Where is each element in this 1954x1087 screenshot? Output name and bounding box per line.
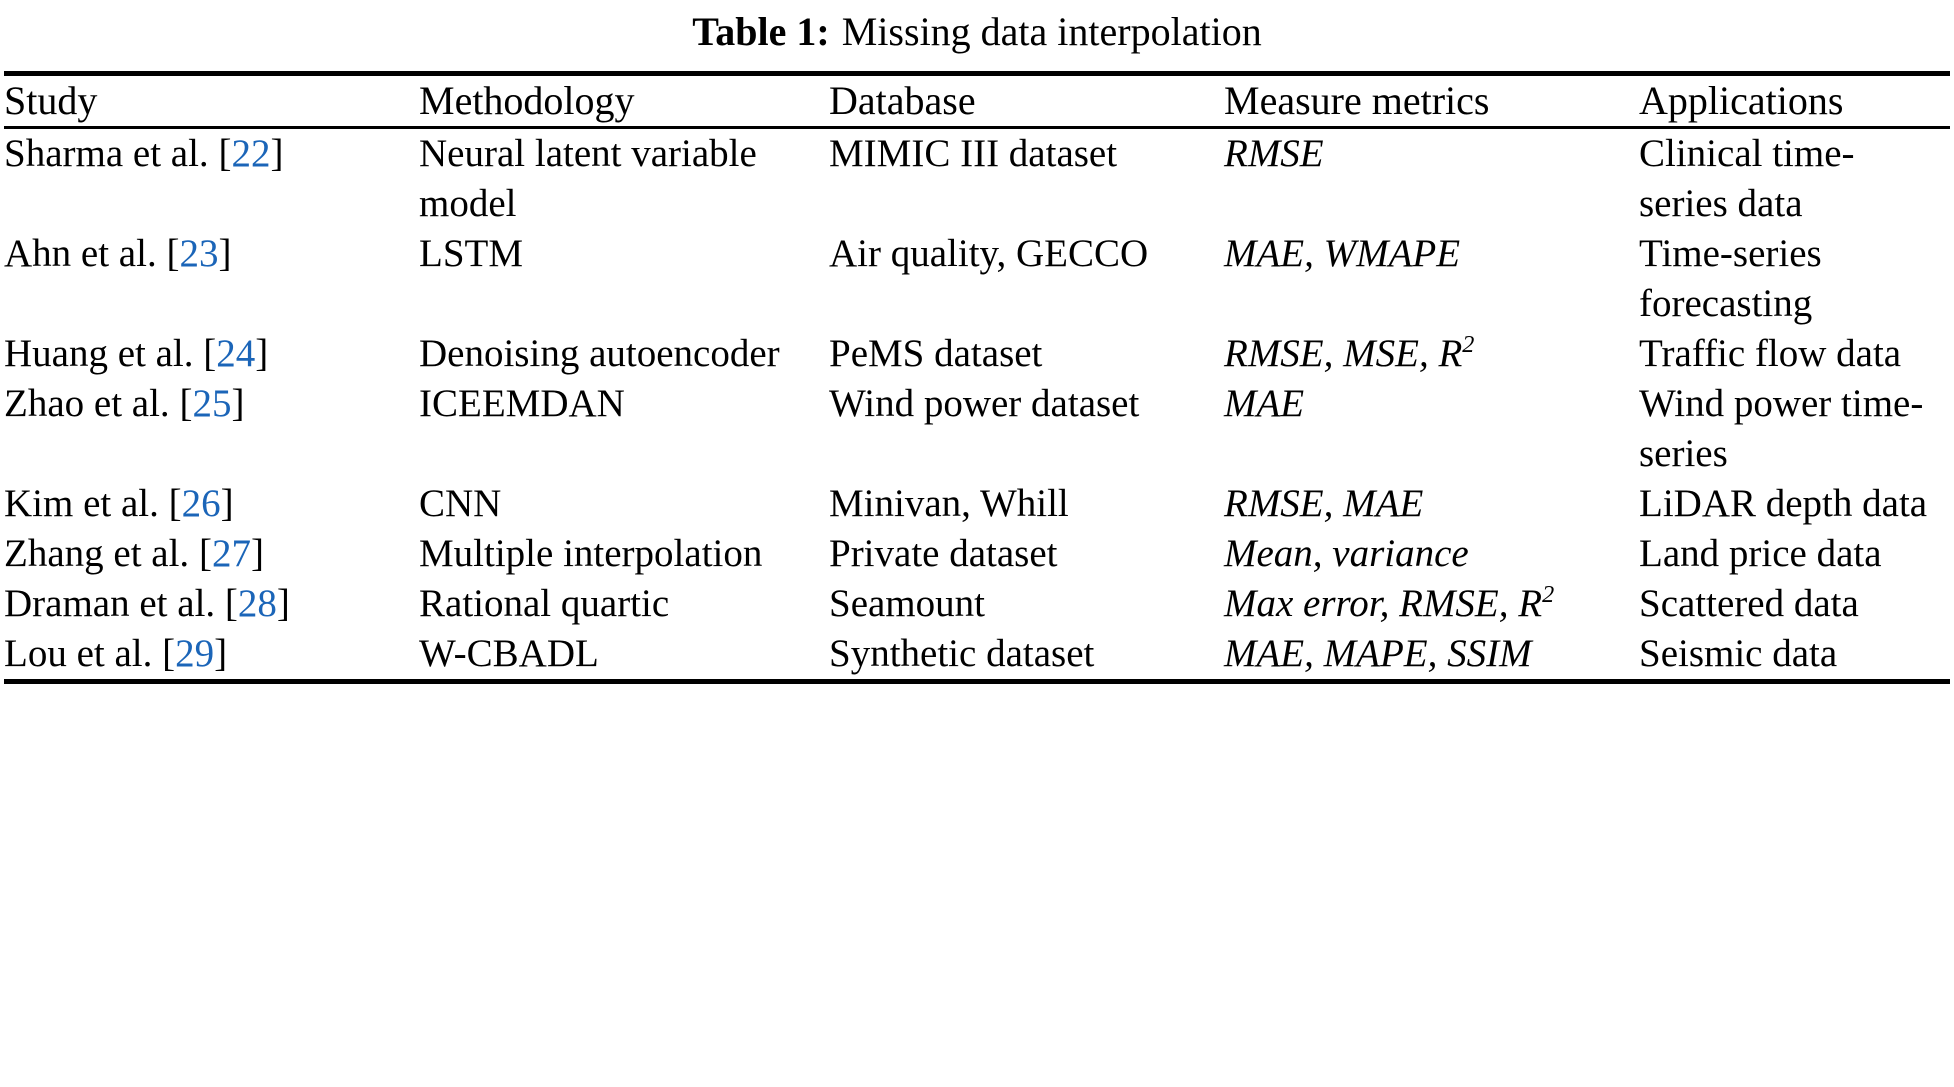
cell-measure-metrics: MAE, WMAPE: [1224, 232, 1461, 275]
cell-applications: Seismic data: [1639, 632, 1838, 675]
table-caption-label: Table 1:: [692, 9, 830, 54]
cell-applications: Wind power time-series: [1639, 382, 1924, 475]
cell-study: Kim et al. [26]: [4, 479, 419, 529]
citation-bracket-close: ]: [231, 382, 245, 425]
cell-methodology: LSTM: [419, 232, 524, 275]
table-body-wrapper: Sharma et al. [22]Neural latent variable…: [4, 129, 1950, 679]
citation-link[interactable]: 27: [211, 532, 251, 575]
citation-bracket-open: [: [168, 482, 182, 525]
table-header-rule: [4, 126, 1950, 129]
missing-data-interpolation-table: Study Methodology Database Measure metri…: [4, 76, 1950, 126]
cell-measure-metrics: RMSE, MAE: [1224, 482, 1424, 525]
cell-database: Air quality, GECCO: [829, 232, 1149, 275]
cell-measure-metrics: MAE, MAPE, SSIM: [1224, 632, 1532, 675]
study-author: Kim et al.: [4, 482, 159, 525]
citation-link[interactable]: 25: [192, 382, 232, 425]
column-header-measure-metrics: Measure metrics: [1224, 78, 1490, 123]
citation-bracket-open: [: [166, 232, 180, 275]
table-body: Sharma et al. [22]Neural latent variable…: [4, 129, 1950, 679]
cell-measure-metrics: RMSE, MSE, R2: [1224, 331, 1475, 375]
cell-study: Ahn et al. [23]: [4, 229, 419, 329]
study-author: Lou et al.: [4, 632, 153, 675]
cell-measure-metrics: Mean, variance: [1224, 532, 1469, 575]
study-author: Draman et al.: [4, 582, 216, 625]
citation-link[interactable]: 23: [179, 232, 219, 275]
citation-bracket-close: ]: [220, 482, 234, 525]
cell-methodology: Multiple interpolation: [419, 532, 763, 575]
cell-study: Draman et al. [28]: [4, 579, 419, 629]
citation-link[interactable]: 29: [175, 632, 215, 675]
cell-database: MIMIC III dataset: [829, 132, 1118, 175]
study-author: Zhao et al.: [4, 382, 170, 425]
cell-applications: Land price data: [1639, 532, 1882, 575]
citation-bracket-close: ]: [214, 632, 228, 675]
cell-database: Seamount: [829, 582, 985, 625]
cell-measure-metrics: Max error, RMSE, R2: [1224, 581, 1555, 625]
cell-database: Wind power dataset: [829, 382, 1140, 425]
citation-bracket-open: [: [198, 532, 212, 575]
cell-database: Synthetic dataset: [829, 632, 1095, 675]
cell-database: Private dataset: [829, 532, 1058, 575]
study-author: Huang et al.: [4, 332, 194, 375]
column-header-applications: Applications: [1639, 78, 1844, 123]
citation-bracket-open: [: [203, 332, 217, 375]
table-caption: Table 1:Missing data interpolation: [4, 0, 1950, 60]
cell-applications: LiDAR depth data: [1639, 482, 1928, 525]
citation-bracket-close: ]: [270, 132, 284, 175]
column-header-study: Study: [4, 78, 98, 123]
cell-applications: Traffic flow data: [1639, 332, 1902, 375]
table-header: Study Methodology Database Measure metri…: [4, 76, 1950, 126]
cell-methodology: Denoising autoencoder: [419, 332, 780, 375]
column-header-methodology: Methodology: [419, 78, 635, 123]
table-header-row: Study Methodology Database Measure metri…: [4, 76, 1950, 126]
table-bottom-rule: [4, 679, 1950, 684]
cell-study: Zhao et al. [25]: [4, 379, 419, 479]
citation-bracket-close: ]: [218, 232, 232, 275]
citation-link[interactable]: 28: [237, 582, 277, 625]
table-top-rule: [4, 71, 1950, 76]
citation-bracket-close: ]: [255, 332, 269, 375]
citation-link[interactable]: 24: [216, 332, 256, 375]
cell-study: Lou et al. [29]: [4, 629, 419, 679]
study-author: Ahn et al.: [4, 232, 157, 275]
study-author: Sharma et al.: [4, 132, 209, 175]
cell-methodology: ICEEMDAN: [419, 382, 625, 425]
cell-study: Sharma et al. [22]: [4, 129, 419, 229]
citation-bracket-close: ]: [250, 532, 264, 575]
cell-applications: Scattered data: [1639, 582, 1859, 625]
cell-methodology: Rational quartic: [419, 582, 670, 625]
cell-study: Zhang et al. [27]: [4, 529, 419, 579]
cell-study: Huang et al. [24]: [4, 329, 419, 379]
cell-methodology: CNN: [419, 482, 502, 525]
cell-applications: Time-series forecasting: [1639, 232, 1822, 325]
citation-bracket-open: [: [179, 382, 193, 425]
cell-measure-metrics: MAE: [1224, 382, 1305, 425]
citation-bracket-open: [: [224, 582, 238, 625]
citation-bracket-open: [: [162, 632, 176, 675]
study-author: Zhang et al.: [4, 532, 190, 575]
cell-database: PeMS dataset: [829, 332, 1043, 375]
cell-measure-metrics: RMSE: [1224, 132, 1324, 175]
table-caption-text: Missing data interpolation: [841, 9, 1262, 54]
citation-link[interactable]: 26: [181, 482, 221, 525]
citation-link[interactable]: 22: [231, 132, 271, 175]
cell-applications: Clinical time-series data: [1639, 132, 1855, 225]
cell-database: Minivan, Whill: [829, 482, 1069, 525]
cell-methodology: Neural latent variable model: [419, 132, 757, 225]
cell-methodology: W-CBADL: [419, 632, 599, 675]
citation-bracket-open: [: [218, 132, 232, 175]
citation-bracket-close: ]: [276, 582, 290, 625]
column-header-database: Database: [829, 78, 976, 123]
table-row: Sharma et al. [22]Neural latent variable…: [4, 129, 1950, 229]
